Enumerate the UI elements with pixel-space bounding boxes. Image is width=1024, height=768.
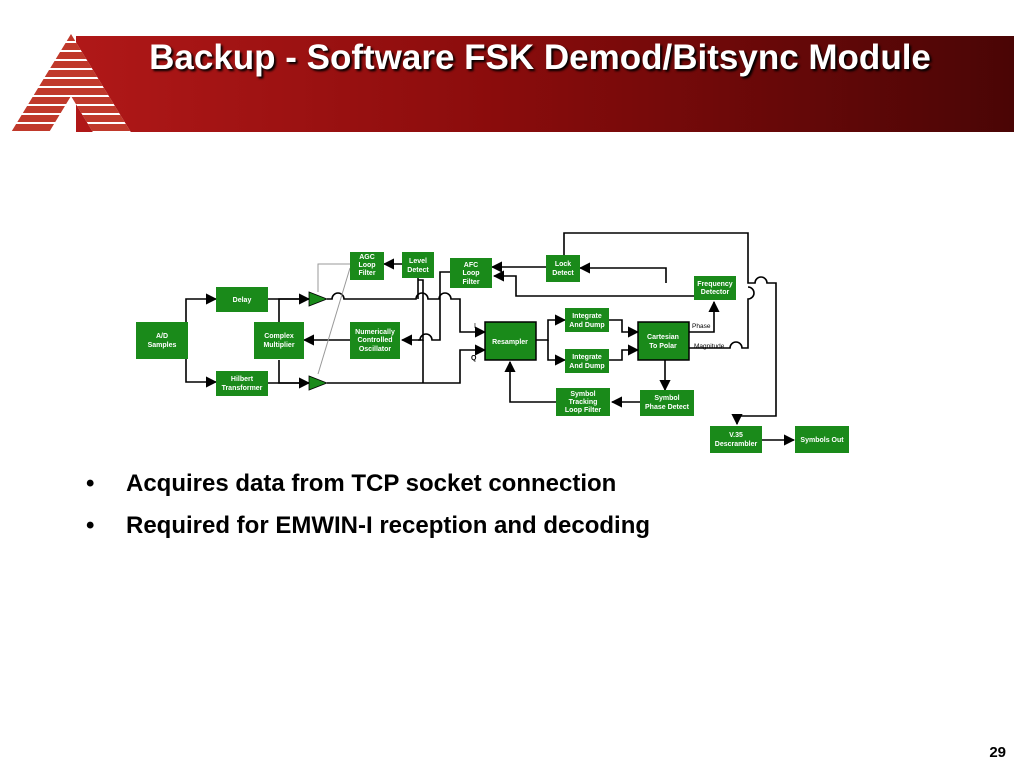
svg-text:Filter: Filter bbox=[358, 270, 375, 277]
svg-text:Resampler: Resampler bbox=[492, 339, 528, 346]
bullet-text: Acquires data from TCP socket connection bbox=[126, 470, 617, 497]
svg-text:Symbol: Symbol bbox=[654, 395, 679, 402]
svg-text:Integrate: Integrate bbox=[572, 354, 602, 361]
svg-text:Oscillator: Oscillator bbox=[359, 346, 392, 353]
svg-text:AGC: AGC bbox=[359, 254, 375, 261]
block-hilbert-transformer: Hilbert Transformer bbox=[216, 371, 268, 396]
svg-text:Filter: Filter bbox=[462, 279, 479, 286]
block-frequency-detector: Frequency Detector bbox=[694, 276, 736, 300]
block-afc-loop-filter: AFC Loop Filter bbox=[450, 258, 492, 288]
block-resampler: Resampler bbox=[484, 321, 537, 361]
block-symbol-tracking-loop-filter: Symbol Tracking Loop Filter bbox=[556, 388, 610, 416]
title-banner bbox=[76, 36, 1014, 132]
label-magnitude: Magnitude bbox=[694, 343, 725, 350]
svg-text:Loop Filter: Loop Filter bbox=[565, 407, 601, 414]
svg-text:And Dump: And Dump bbox=[569, 363, 604, 370]
svg-text:Cartesian: Cartesian bbox=[647, 334, 679, 341]
svg-text:Level: Level bbox=[409, 258, 427, 265]
bullet-item: •Required for EMWIN-I reception and deco… bbox=[86, 512, 651, 539]
svg-text:Symbols Out: Symbols Out bbox=[800, 437, 844, 444]
svg-text:Numerically: Numerically bbox=[355, 329, 395, 336]
label-phase: Phase bbox=[692, 323, 711, 330]
svg-text:Phase Detect: Phase Detect bbox=[645, 404, 690, 411]
block-ad-samples: A/D Samples bbox=[136, 322, 188, 359]
svg-text:A/D: A/D bbox=[156, 333, 168, 340]
svg-text:AFC: AFC bbox=[464, 262, 478, 269]
block-lock-detect: Lock Detect bbox=[546, 255, 580, 282]
svg-text:Detect: Detect bbox=[407, 267, 429, 274]
slide-title: Backup - Software FSK Demod/Bitsync Modu… bbox=[149, 38, 931, 77]
block-v35-descrambler: V.35 Descrambler bbox=[710, 426, 762, 453]
svg-text:V.35: V.35 bbox=[729, 432, 743, 439]
svg-text:To Polar: To Polar bbox=[649, 343, 677, 350]
svg-text:Delay: Delay bbox=[233, 297, 252, 304]
bullet-item: •Acquires data from TCP socket connectio… bbox=[86, 470, 617, 497]
label-i: I bbox=[474, 323, 476, 330]
svg-text:Lock: Lock bbox=[555, 261, 571, 268]
svg-text:Descrambler: Descrambler bbox=[715, 441, 758, 448]
svg-text:Samples: Samples bbox=[148, 342, 177, 349]
block-level-detect: Level Detect bbox=[402, 252, 434, 278]
label-q: Q bbox=[471, 355, 477, 362]
svg-text:Controlled: Controlled bbox=[358, 337, 393, 344]
block-integrate-dump-lower: Integrate And Dump bbox=[565, 349, 609, 373]
svg-text:Symbol: Symbol bbox=[570, 391, 595, 398]
block-agc-loop-filter: AGC Loop Filter bbox=[350, 252, 384, 280]
block-symbol-phase-detect: Symbol Phase Detect bbox=[640, 390, 694, 416]
svg-text:Loop: Loop bbox=[358, 262, 375, 269]
svg-text:Loop: Loop bbox=[462, 270, 479, 277]
block-nco: Numerically Controlled Oscillator bbox=[350, 322, 400, 359]
page-number: 29 bbox=[989, 744, 1006, 761]
svg-text:Detector: Detector bbox=[701, 289, 730, 296]
svg-text:Tracking: Tracking bbox=[569, 399, 598, 406]
svg-text:Transformer: Transformer bbox=[222, 385, 263, 392]
svg-text:Multiplier: Multiplier bbox=[263, 342, 294, 349]
svg-text:Detect: Detect bbox=[552, 270, 574, 277]
block-integrate-dump-upper: Integrate And Dump bbox=[565, 308, 609, 332]
svg-text:Frequency: Frequency bbox=[697, 281, 733, 288]
block-complex-multiplier: Complex Multiplier bbox=[254, 322, 304, 359]
bottom-amplifier-icon bbox=[308, 375, 329, 391]
block-cartesian-to-polar: Cartesian To Polar bbox=[637, 321, 690, 361]
svg-text:Complex: Complex bbox=[264, 333, 294, 340]
block-delay: Delay bbox=[216, 287, 268, 312]
svg-text:And Dump: And Dump bbox=[569, 322, 604, 329]
company-logo bbox=[10, 34, 132, 134]
bullet-text: Required for EMWIN-I reception and decod… bbox=[126, 512, 651, 539]
top-amplifier-icon bbox=[308, 291, 329, 307]
block-symbols-out: Symbols Out bbox=[795, 426, 849, 453]
svg-text:Integrate: Integrate bbox=[572, 313, 602, 320]
svg-text:Hilbert: Hilbert bbox=[231, 376, 254, 383]
